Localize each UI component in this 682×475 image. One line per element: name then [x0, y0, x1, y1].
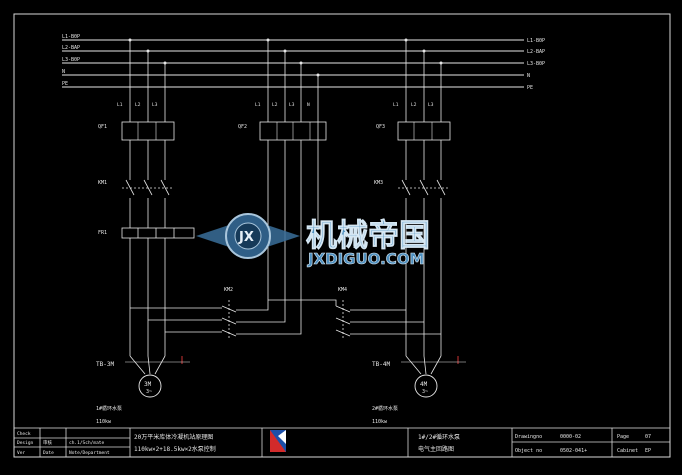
breaker-label: QF3 [376, 124, 385, 130]
bus-label-left: N [62, 69, 65, 75]
bus-label-left: L1-B0P [62, 34, 80, 40]
svg-text:1#/2#循环水泵: 1#/2#循环水泵 [418, 433, 460, 441]
svg-text:电气主回路图: 电气主回路图 [418, 445, 454, 453]
relay-label: FR1 [98, 230, 107, 236]
bus-label-right: L1-B0P [527, 38, 545, 44]
contactor-km3[interactable]: KM3 [374, 179, 448, 196]
bus-label-right: N [527, 73, 530, 79]
bus-label-left: L3-B0P [62, 57, 80, 63]
svg-text:0000-02: 0000-02 [560, 434, 581, 440]
bus-label-right: PE [527, 85, 533, 91]
pole-label: L1 [117, 102, 123, 108]
project-subtitle: 110kw×2+18.5kw×2水泵控制 [134, 445, 216, 453]
breaker-qf2[interactable]: QF2 L1 L2 L3 N [238, 102, 327, 141]
breaker-qf3[interactable]: QF3 L1 L2 L3 [376, 102, 451, 141]
badge-text: JX [238, 230, 254, 245]
svg-text:Drawingno: Drawingno [515, 434, 542, 440]
svg-text:Cabinet: Cabinet [617, 448, 638, 454]
motor-4m[interactable]: 4M 3~ TB-4M 2#循环水泵 110kw [372, 355, 466, 425]
contactor-label: KM3 [374, 180, 383, 186]
svg-text:0502-041+: 0502-041+ [560, 448, 587, 454]
bus-labels-right: L1-B0P L2-BAP L3-B0P N PE [527, 38, 545, 91]
pump-label: 2#循环水泵 [372, 405, 398, 412]
drawing-numbers: Drawingno 0000-02 Object no 0502-041+ Pa… [515, 434, 651, 454]
terminal-label: TB-3M [96, 361, 114, 368]
pole-label: L1 [393, 102, 399, 108]
contactor-label: KM2 [224, 287, 233, 293]
title-left-grid: Check Design 审核 Ver Date Note/Department… [17, 431, 110, 456]
svg-text:Date: Date [43, 450, 54, 456]
svg-text:Check: Check [17, 431, 31, 437]
motor-sublabel: 3~ [422, 389, 428, 395]
pole-label: L2 [411, 102, 417, 108]
pole-label: L2 [135, 102, 141, 108]
contactor-km1[interactable]: KM1 [98, 179, 172, 196]
breaker-qf1[interactable]: QF1 L1 L2 L3 [98, 102, 175, 141]
project-title: 20万平米库体冷凝机站原理图 [134, 433, 213, 441]
svg-text:Ver: Ver [17, 450, 25, 456]
watermark-en: JXDIGUO.COM [307, 250, 424, 268]
bus-bars [62, 39, 524, 88]
pole-label: L3 [152, 102, 158, 108]
svg-text:EP: EP [645, 448, 651, 454]
motor-label: 3M [144, 381, 152, 388]
pole-label: N [307, 102, 310, 108]
pole-label: L2 [272, 102, 278, 108]
bus-junctions [128, 38, 443, 77]
bus-labels-left: L1-B0P L2-BAP L3-B0P N PE [62, 34, 80, 87]
svg-text:Design: Design [17, 440, 34, 446]
title-description: 20万平米库体冷凝机站原理图 110kw×2+18.5kw×2水泵控制 [134, 433, 216, 453]
pump-label: 1#循环水泵 [96, 405, 122, 412]
terminal-label: TB-4M [372, 361, 390, 368]
pole-label: L3 [289, 102, 295, 108]
pump-power: 110kw [96, 419, 112, 425]
bus-label-right: L3-B0P [527, 61, 545, 67]
title-block [13, 427, 671, 458]
breaker-label: QF2 [238, 124, 247, 130]
svg-text:Object no: Object no [515, 448, 542, 454]
bus-label-right: L2-BAP [527, 49, 545, 55]
contactor-label: KM4 [338, 287, 347, 293]
bus-label-left: L2-BAP [62, 45, 80, 51]
motor-label: 4M [420, 381, 428, 388]
watermark-cn: 机械帝国 [306, 218, 430, 254]
svg-text:Note/Department: Note/Department [69, 450, 110, 456]
pole-label: L1 [255, 102, 261, 108]
contactor-km2[interactable]: KM2 [221, 287, 237, 340]
contactor-label: KM1 [98, 180, 107, 186]
pole-label: L3 [428, 102, 434, 108]
svg-text:审核: 审核 [43, 439, 52, 446]
svg-text:ch.1/Sch/mate: ch.1/Sch/mate [69, 440, 105, 446]
feeder-wires [129, 40, 442, 356]
bus-label-left: PE [62, 81, 68, 87]
drawing-title: 1#/2#循环水泵 电气主回路图 [418, 433, 460, 453]
breaker-label: QF1 [98, 124, 107, 130]
svg-text:07: 07 [645, 434, 651, 440]
pump-power: 110kw [372, 419, 388, 425]
thermal-relay-fr1[interactable]: FR1 [98, 227, 195, 239]
svg-text:Page: Page [617, 434, 629, 440]
motor-3m[interactable]: 3M 3~ TB-3M 1#循环水泵 110kw [96, 355, 190, 425]
motor-sublabel: 3~ [146, 389, 152, 395]
contactor-km4[interactable]: KM4 [335, 287, 351, 340]
watermark-logo: JX 机械帝国 JXDIGUO.COM [196, 213, 430, 268]
cross-wires [130, 225, 441, 335]
company-logo [270, 430, 286, 452]
